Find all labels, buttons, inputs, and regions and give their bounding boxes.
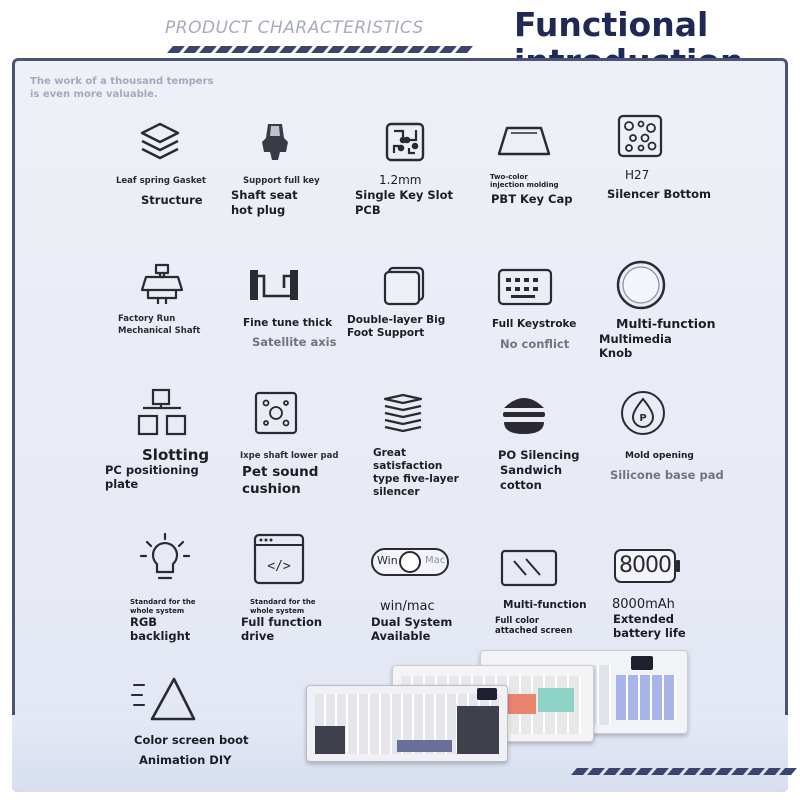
po-line2: Sandwich bbox=[500, 463, 563, 477]
screen-line1: Multi-function bbox=[503, 599, 587, 611]
bulb-icon bbox=[139, 532, 191, 580]
mac-label: Mac bbox=[425, 555, 446, 566]
rgb-small1: Standard for the bbox=[130, 598, 196, 606]
battery-tip bbox=[676, 560, 680, 572]
foot-line1: Double-layer Big bbox=[347, 314, 446, 326]
po-line3: cotton bbox=[500, 478, 542, 492]
driver-line1: Full function bbox=[241, 615, 323, 629]
stack-icon bbox=[383, 393, 423, 433]
mech-shaft-line2: Mechanical Shaft bbox=[118, 326, 201, 336]
satellite-line1: Fine tune thick bbox=[243, 317, 333, 329]
battery-top: 8000mAh bbox=[612, 597, 675, 612]
toggle-knob bbox=[399, 551, 421, 573]
decorative-slashes-bottom bbox=[571, 768, 797, 775]
silicone-line2: Silicone base pad bbox=[610, 468, 724, 482]
plate-icon bbox=[137, 388, 187, 436]
driver-line2: drive bbox=[241, 629, 275, 643]
five-layer-line2: satisfaction bbox=[373, 460, 443, 472]
pbt-main: PBT Key Cap bbox=[491, 192, 573, 206]
slotting-line3: plate bbox=[105, 477, 139, 491]
hot-plug-line1: Shaft seat bbox=[231, 188, 298, 202]
code-icon: </> bbox=[253, 533, 305, 585]
drop-icon: P bbox=[621, 391, 665, 435]
foot-line2: Foot Support bbox=[347, 327, 425, 339]
keyboard-photo-front bbox=[306, 685, 508, 762]
battery-icon: 8000 bbox=[614, 549, 680, 583]
toggle-icon: Win Mac bbox=[371, 548, 449, 576]
hot-plug-line2: hot plug bbox=[231, 203, 286, 217]
driver-small1: Standard for the bbox=[250, 598, 316, 606]
battery-value: 8000 bbox=[619, 553, 672, 578]
keyboard-icon bbox=[497, 268, 553, 306]
knob-icon bbox=[616, 260, 666, 310]
slotting-line2: PC positioning bbox=[105, 463, 199, 477]
dual-line1: Dual System bbox=[371, 615, 453, 629]
five-layer-line4: silencer bbox=[373, 486, 420, 498]
dual-line2: Available bbox=[371, 629, 431, 643]
screen-line2: Full color bbox=[495, 616, 540, 626]
tagline: The work of a thousand tempers is even m… bbox=[30, 76, 214, 100]
keycap-icon bbox=[497, 126, 551, 156]
win-label: Win bbox=[377, 554, 398, 567]
switch-pin-icon bbox=[262, 124, 288, 160]
keystroke-line2: No conflict bbox=[500, 337, 570, 351]
screen-line3: attached screen bbox=[495, 626, 573, 636]
knob-line1: Multi-function bbox=[616, 316, 716, 331]
silicone-line1: Mold opening bbox=[625, 451, 694, 461]
layers-icon bbox=[140, 122, 180, 160]
pet-line2: cushion bbox=[242, 481, 301, 497]
circuit-icon bbox=[385, 122, 425, 162]
product-characteristics-label: PRODUCT CHARACTERISTICS bbox=[165, 18, 424, 38]
pad-icon bbox=[254, 391, 298, 435]
pcb-line2: PCB bbox=[355, 203, 381, 217]
battery-line2: battery life bbox=[613, 626, 686, 640]
svg-text:P: P bbox=[639, 413, 646, 424]
knob-line3: Knob bbox=[599, 346, 633, 360]
pcb-line1: Single Key Slot bbox=[355, 188, 454, 202]
keystroke-line1: Full Keystroke bbox=[492, 318, 577, 330]
knob-line2: Multimedia bbox=[599, 332, 672, 346]
boot-line1: Color screen boot bbox=[134, 733, 249, 747]
rgb-small2: whole system bbox=[130, 607, 185, 615]
silencer-main: Silencer Bottom bbox=[607, 187, 711, 201]
five-layer-line3: type five-layer bbox=[373, 473, 459, 485]
slotting-line1: Slotting bbox=[142, 446, 210, 464]
pbt-small2: injection molding bbox=[490, 181, 559, 189]
rgb-line1: RGB bbox=[130, 615, 158, 629]
screen-icon bbox=[500, 549, 558, 587]
pcb-top: 1.2mm bbox=[379, 173, 422, 187]
foot-support-icon bbox=[383, 266, 425, 306]
dots-pad-icon bbox=[617, 114, 663, 158]
five-layer-line1: Great bbox=[373, 447, 407, 459]
leaf-spring-main: Structure bbox=[141, 193, 203, 207]
hot-plug-small: Support full key bbox=[243, 176, 320, 186]
mechanical-switch-icon bbox=[140, 263, 184, 304]
po-line1: PO Silencing bbox=[498, 448, 580, 462]
battery-line1: Extended bbox=[613, 612, 675, 626]
pbt-small1: Two-color bbox=[490, 173, 528, 181]
boot-line2: Animation DIY bbox=[139, 753, 232, 767]
sandwich-icon bbox=[503, 398, 545, 434]
stabilizer-icon bbox=[250, 270, 298, 300]
decorative-slashes-top bbox=[167, 46, 473, 53]
mech-shaft-line1: Factory Run bbox=[118, 314, 176, 324]
driver-small2: whole system bbox=[250, 607, 305, 615]
svg-text:</>: </> bbox=[267, 559, 291, 574]
leaf-spring-small: Leaf spring Gasket bbox=[116, 176, 206, 186]
pet-small: Ixpe shaft lower pad bbox=[240, 451, 339, 461]
satellite-line2: Satellite axis bbox=[252, 335, 337, 349]
play-icon bbox=[131, 677, 196, 721]
rgb-line2: backlight bbox=[130, 629, 191, 643]
pet-line1: Pet sound bbox=[242, 464, 319, 480]
dual-top: win/mac bbox=[380, 599, 435, 614]
silencer-top: H27 bbox=[625, 168, 650, 182]
